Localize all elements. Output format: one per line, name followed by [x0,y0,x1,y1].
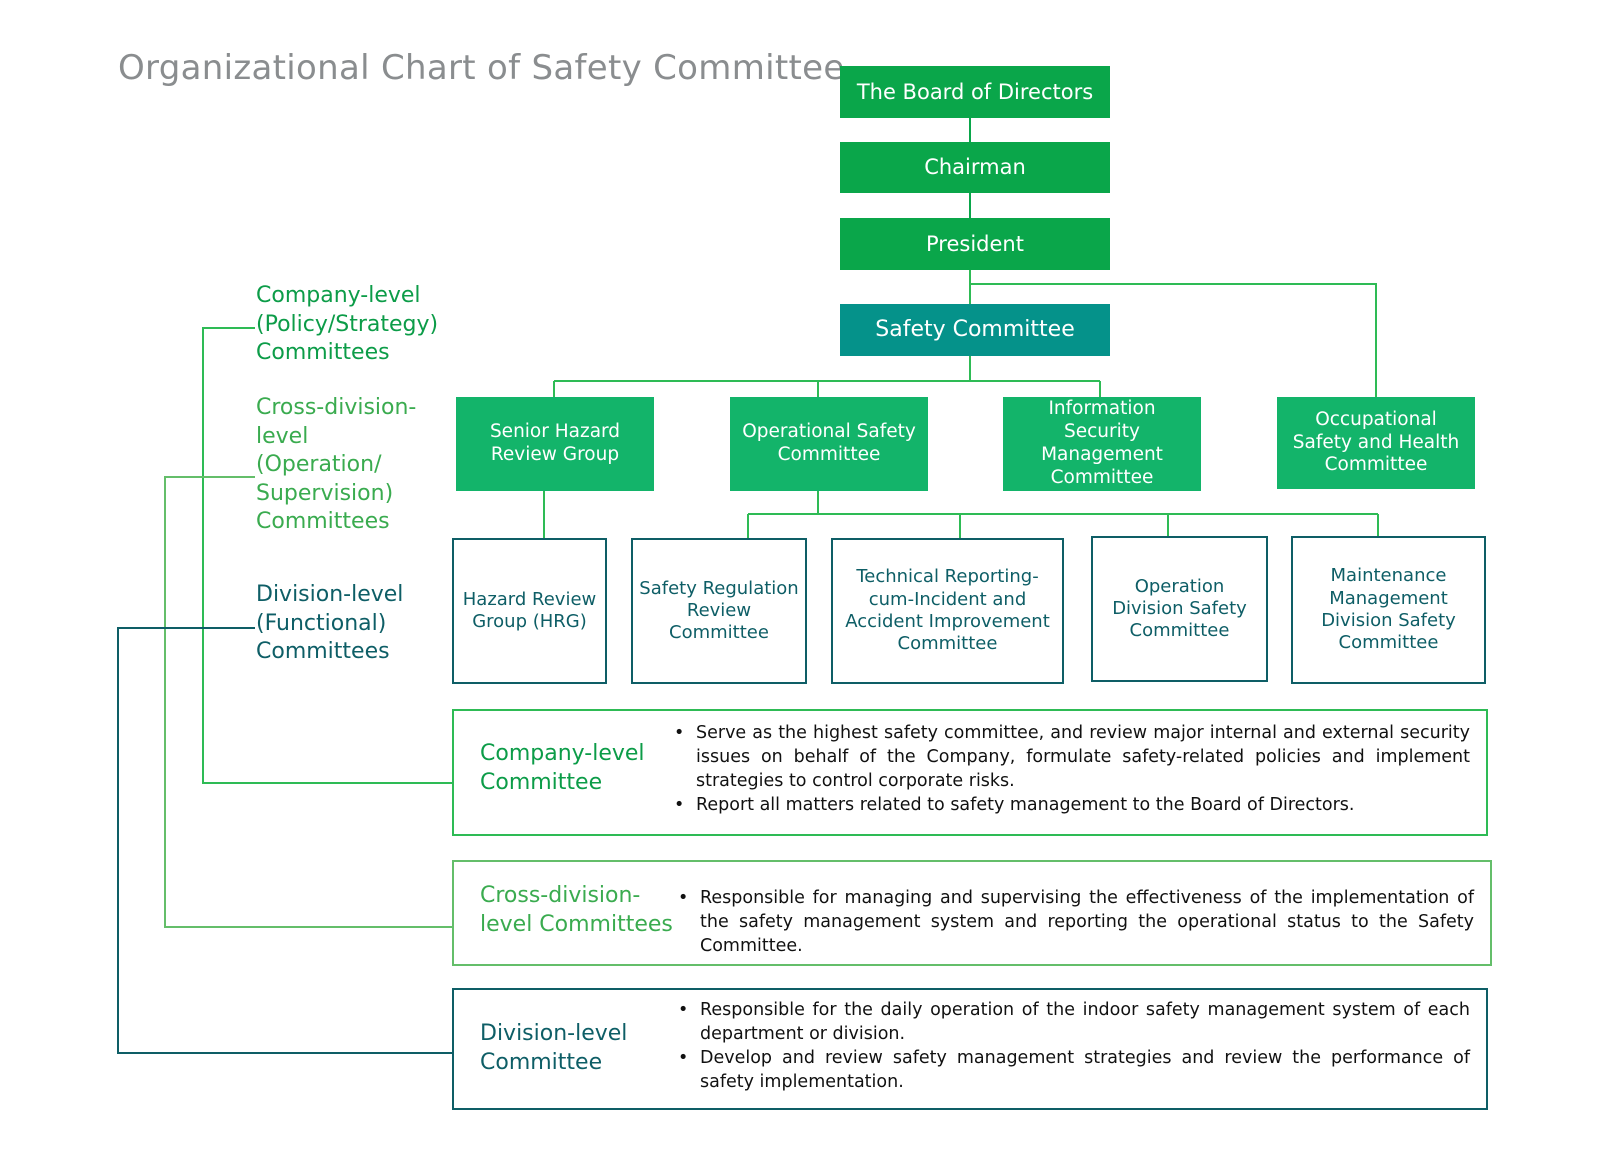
senior-hazard-review-group-box: Senior Hazard Review Group [456,397,654,491]
board-of-directors-box: The Board of Directors [840,66,1110,118]
connector-president-oshc [970,283,1377,397]
bracket-company [202,327,452,784]
company-level-description-panel: Company-level Committee Serve as the hig… [452,709,1488,836]
bracket-cross-division [164,476,452,928]
hazard-review-group-box: Hazard Review Group (HRG) [452,538,607,684]
occupational-safety-health-committee-box: Occupational Safety and Health Committee [1277,397,1475,489]
cross-division-bullets: Responsible for managing and supervising… [678,886,1474,958]
cross-division-description-panel: Cross-division-level Committees Responsi… [452,860,1492,966]
bracket-division [117,627,452,1054]
chairman-box: Chairman [840,142,1110,193]
president-box: President [840,218,1110,270]
level-label-company: Company-level (Policy/Strategy) Committe… [256,283,439,366]
level-label-cross-division: Cross-division-level (Operation/ Supervi… [256,395,417,535]
safety-committee-box: Safety Committee [840,304,1110,356]
list-item: Develop and review safety management str… [678,1046,1470,1094]
information-security-committee-box: Information Security Management Committe… [1003,397,1201,491]
division-level-panel-label: Division-level Committee [480,1021,628,1075]
maintenance-division-safety-committee-box: Maintenance Management Division Safety C… [1291,536,1486,684]
operation-division-safety-committee-box: Operation Division Safety Committee [1091,536,1268,682]
technical-reporting-committee-box: Technical Reporting-cum-Incident and Acc… [831,538,1064,684]
company-level-panel-label: Company-level Committee [480,741,645,795]
operational-safety-committee-box: Operational Safety Committee [730,397,928,491]
safety-regulation-review-committee-box: Safety Regulation Review Committee [631,538,807,684]
page-title: Organizational Chart of Safety Committee [118,48,845,88]
division-level-bullets: Responsible for the daily operation of t… [678,998,1470,1095]
company-level-bullets: Serve as the highest safety committee, a… [674,721,1470,818]
list-item: Serve as the highest safety committee, a… [674,721,1470,793]
list-item: Responsible for managing and supervising… [678,886,1474,958]
level-label-division: Division-level (Functional) Committees [256,582,404,665]
list-item: Responsible for the daily operation of t… [678,998,1470,1046]
list-item: Report all matters related to safety man… [674,793,1470,817]
cross-division-panel-label: Cross-division-level Committees [480,883,673,937]
division-level-description-panel: Division-level Committee Responsible for… [452,988,1488,1110]
